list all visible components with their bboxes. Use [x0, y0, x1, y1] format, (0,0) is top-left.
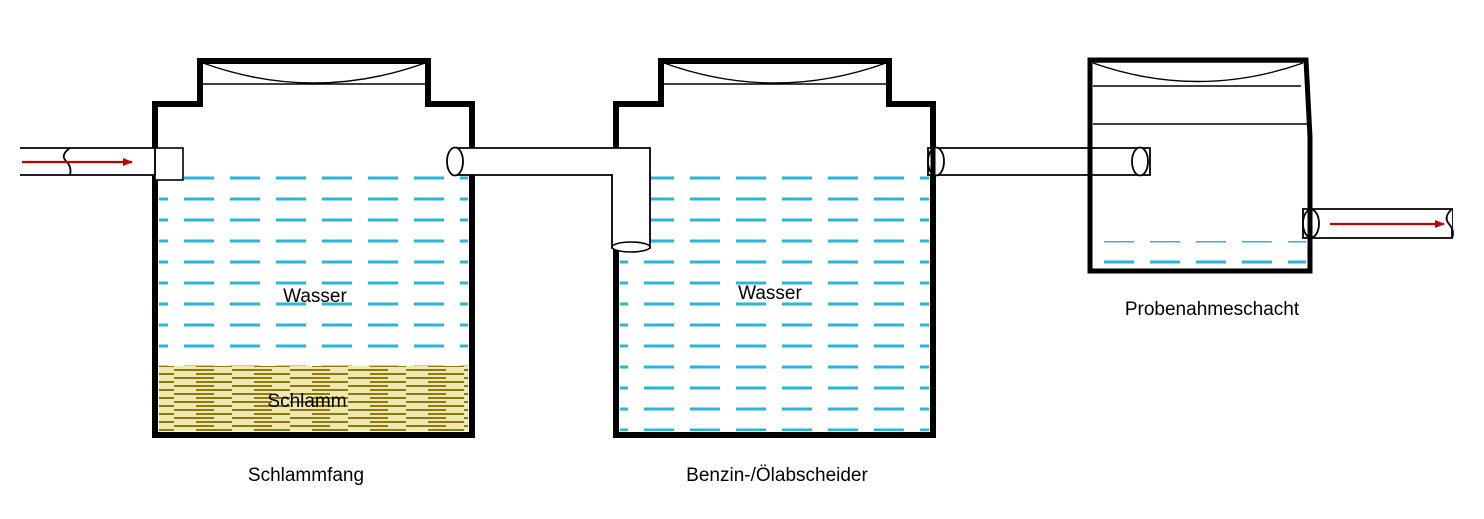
manhole-cover-tank1	[202, 61, 426, 85]
caption-schlammfang: Schlammfang	[248, 465, 364, 486]
water-fill-tank1	[159, 176, 468, 366]
inlet-baffle-box-tank1	[154, 147, 184, 181]
caption-benzin-oelabscheider: Benzin-/Ölabscheider	[686, 465, 868, 486]
pipe-end-cap-tank2-outlet	[927, 146, 945, 177]
caption-probenahmeschacht: Probenahmeschacht	[1125, 299, 1300, 320]
tank-benzin-oelabscheider: Wasser	[613, 58, 936, 438]
tank3-outline	[1087, 57, 1313, 274]
tank-schlammfang: Wasser Schlamm	[152, 58, 475, 438]
manhole-cover-tank2	[663, 61, 887, 85]
water-label-tank1: Wasser	[283, 286, 347, 307]
water-label-tank2: Wasser	[738, 283, 802, 304]
water-fill-tank3	[1094, 241, 1306, 268]
pipe-end-cap-left	[446, 146, 464, 177]
sludge-fill-tank1	[159, 366, 468, 431]
connector-pipe-2-3	[927, 146, 1151, 177]
manhole-cover-tank3	[1092, 61, 1309, 125]
tank-probenahmeschacht	[1087, 57, 1313, 274]
tank2-outline	[613, 58, 936, 438]
pipe-end-cap-tank3-inlet	[1131, 146, 1149, 177]
water-fill-tank2	[620, 176, 929, 431]
outlet-pipe	[1302, 208, 1454, 271]
dip-pipe-open-end	[611, 241, 651, 253]
sludge-label-tank1: Schlamm	[267, 391, 346, 412]
connector-pipe-1-2	[446, 146, 651, 253]
tank1-outline	[152, 58, 475, 438]
inlet-pipe	[20, 147, 156, 176]
